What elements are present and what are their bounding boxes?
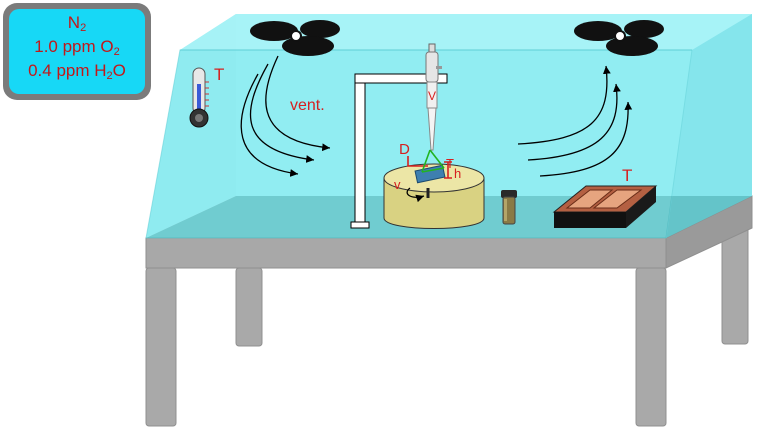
atmosphere-badge: N2 1.0 ppm O2 0.4 ppm H2O (3, 3, 151, 100)
oxygen-label: 1.0 ppm O (34, 37, 114, 56)
thermometer-t-label: T (214, 65, 224, 84)
rotation-v-label: v (394, 177, 401, 192)
spin-stage (383, 163, 485, 229)
gas-label: N (67, 13, 81, 32)
pipette-stand (350, 73, 448, 229)
fan-icon (574, 20, 664, 56)
gas-subscript: 2 (80, 22, 87, 34)
water-suffix: O (112, 61, 126, 80)
water-line: 0.4 ppm H2O (9, 59, 145, 83)
table-legs-front (145, 267, 667, 427)
atmosphere-readout: N2 1.0 ppm O2 0.4 ppm H2O (9, 9, 145, 94)
fan-icon (250, 20, 340, 56)
ventilation-arrows-left (240, 55, 331, 177)
hotplate-t-label: T (622, 166, 632, 185)
pipette-volume-label: V (428, 89, 436, 103)
oxygen-subscript: 2 (113, 46, 120, 58)
pipette-icon (425, 43, 442, 151)
distance-d-label: D (399, 141, 410, 158)
water-subscript: 2 (106, 70, 113, 82)
water-label: 0.4 ppm H (28, 61, 107, 80)
oxygen-line: 1.0 ppm O2 (9, 35, 145, 59)
ventilation-label: vent. (290, 97, 325, 114)
geometry-indicators (407, 149, 452, 179)
stage-t-label: T (446, 156, 454, 171)
vial-icon (501, 190, 517, 225)
rotation-arrow (406, 187, 425, 203)
gas-line: N2 (9, 11, 145, 35)
ventilation-arrows-right (517, 65, 633, 177)
table-legs-back (235, 221, 749, 347)
thermometer-icon (189, 67, 209, 128)
height-h-label: h (454, 166, 461, 181)
hotplate-icon (552, 185, 658, 228)
